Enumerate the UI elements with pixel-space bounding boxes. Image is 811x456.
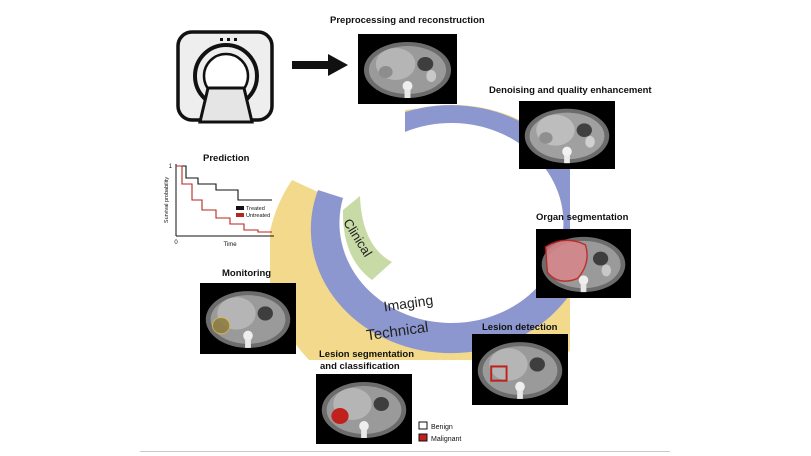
denoising-title: Denoising and quality enhancement — [489, 85, 652, 96]
malignant-swatch — [418, 433, 428, 442]
preprocessing-title: Preprocessing and reconstruction — [330, 15, 485, 26]
clinical-ring — [342, 196, 392, 280]
km-curve-untreated — [176, 165, 272, 233]
monitoring-title: Monitoring — [222, 268, 272, 279]
ct-image-organ-segmentation — [536, 229, 631, 298]
benign-label: Benign — [431, 424, 453, 431]
lesion-segmentation-title: Lesion segmentation — [319, 349, 415, 360]
km-legend-treated: Treated — [246, 206, 265, 212]
lesion-classification-title: and classification — [320, 361, 400, 372]
malignant-label: Malignant — [431, 436, 461, 443]
km-y-axis-label: Survival probability — [164, 177, 170, 223]
km-legend-swatch-treated — [236, 206, 244, 210]
ct-image-lesion-detection — [472, 334, 568, 405]
km-legend-swatch-untreated — [236, 213, 244, 217]
ct-scanner-icon — [176, 30, 274, 124]
arrow-right-icon — [292, 54, 348, 76]
km-legend-untreated: Untreated — [246, 213, 270, 219]
ct-image-denoising — [519, 101, 615, 169]
ct-image-lesion-segmentation — [316, 374, 412, 444]
organ-segmentation-title: Organ segmentation — [536, 212, 629, 223]
kaplan-meier-plot: 1 0 Survival probability Time Treated Un… — [164, 164, 274, 248]
km-y-tick-top: 1 — [169, 164, 173, 170]
km-x-tick-origin: 0 — [174, 240, 178, 246]
ct-image-preprocessing — [358, 34, 457, 104]
lesion-detection-title: Lesion detection — [482, 322, 558, 333]
km-x-axis-label: Time — [223, 242, 237, 248]
classification-legend: Benign Malignant — [418, 421, 461, 443]
ct-image-monitoring — [200, 283, 296, 354]
prediction-title: Prediction — [203, 153, 250, 164]
benign-swatch — [418, 421, 428, 430]
ring-label-imaging: Imaging — [383, 292, 435, 315]
km-curve-treated — [176, 165, 272, 201]
bottom-divider — [140, 451, 670, 452]
